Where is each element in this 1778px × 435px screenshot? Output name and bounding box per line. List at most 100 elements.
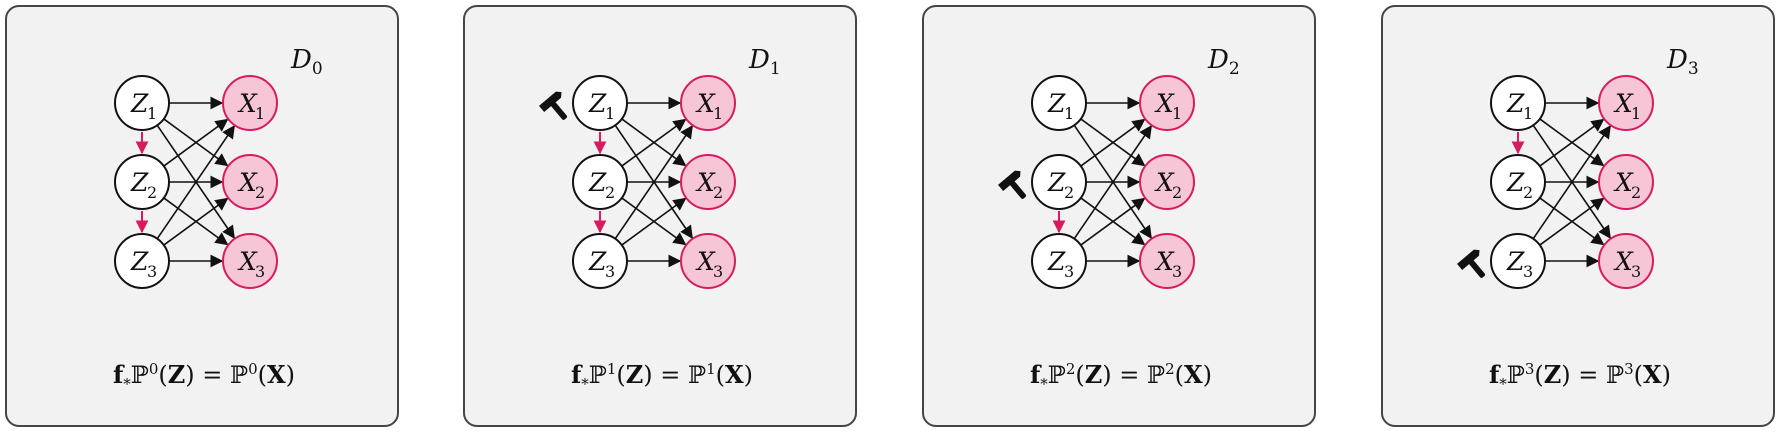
observed-node-x3: X3 — [222, 233, 278, 289]
mixing-edge — [614, 125, 693, 240]
svg-text:3: 3 — [713, 262, 723, 281]
latent-node-z2: Z2 — [1031, 154, 1087, 210]
observed-node-x1: X1 — [222, 75, 278, 131]
svg-text:X: X — [237, 247, 258, 276]
mixing-edge — [621, 197, 687, 246]
mixing-edge — [1080, 197, 1146, 246]
observed-node-x2: X2 — [222, 154, 278, 210]
svg-text:3: 3 — [1172, 262, 1182, 281]
svg-text:Z: Z — [1047, 168, 1066, 197]
svg-text:Z: Z — [1506, 89, 1525, 118]
observed-node-x1: X1 — [680, 75, 736, 131]
mixing-edge — [1073, 125, 1152, 240]
latent-node-z1: Z1 — [572, 75, 628, 131]
observed-node-x3: X3 — [680, 233, 736, 289]
svg-text:X: X — [1613, 247, 1634, 276]
observed-node-x1: X1 — [1139, 75, 1195, 131]
svg-text:X: X — [237, 168, 258, 197]
svg-text:X: X — [1154, 168, 1175, 197]
latent-node-z1: Z1 — [114, 75, 170, 131]
mixing-edge — [1539, 197, 1605, 246]
svg-text:1: 1 — [1523, 104, 1533, 123]
hammer-icon — [539, 91, 568, 120]
latent-node-z3: Z3 — [572, 233, 628, 289]
svg-text:1: 1 — [1172, 104, 1182, 123]
svg-text:X: X — [1613, 168, 1634, 197]
svg-text:Z: Z — [588, 247, 607, 276]
hammer-icon — [1457, 249, 1486, 278]
svg-text:3: 3 — [605, 262, 615, 281]
svg-text:Z: Z — [588, 168, 607, 197]
svg-text:1: 1 — [255, 104, 265, 123]
svg-text:3: 3 — [1631, 262, 1641, 281]
mixing-edge — [621, 118, 687, 167]
svg-text:X: X — [1154, 247, 1175, 276]
svg-text:X: X — [237, 89, 258, 118]
latent-node-z3: Z3 — [1031, 233, 1087, 289]
mixing-edge — [1532, 125, 1611, 240]
latent-node-z2: Z2 — [572, 154, 628, 210]
observed-node-x3: X3 — [1598, 233, 1654, 289]
svg-text:Z: Z — [1506, 247, 1525, 276]
observed-node-x2: X2 — [1139, 154, 1195, 210]
pushforward-formula: f*ℙ2(Z) = ℙ2(X) — [1029, 360, 1213, 393]
svg-text:Z: Z — [588, 89, 607, 118]
svg-text:Z: Z — [130, 168, 149, 197]
svg-text:X: X — [1613, 89, 1634, 118]
mixing-edge — [163, 197, 229, 246]
mixing-edge — [156, 125, 235, 240]
observed-node-x2: X2 — [680, 154, 736, 210]
svg-text:X: X — [695, 168, 716, 197]
svg-text:2: 2 — [255, 183, 265, 202]
svg-text:Z: Z — [130, 247, 149, 276]
svg-text:2: 2 — [1631, 183, 1641, 202]
svg-text:1: 1 — [1064, 104, 1074, 123]
svg-text:2: 2 — [605, 183, 615, 202]
svg-text:X: X — [1154, 89, 1175, 118]
latent-node-z2: Z2 — [114, 154, 170, 210]
svg-text:1: 1 — [713, 104, 723, 123]
observed-node-x3: X3 — [1139, 233, 1195, 289]
svg-text:3: 3 — [147, 262, 157, 281]
svg-text:X: X — [695, 247, 716, 276]
svg-text:Z: Z — [1506, 168, 1525, 197]
svg-text:1: 1 — [1631, 104, 1641, 123]
svg-text:2: 2 — [1064, 183, 1074, 202]
latent-node-z3: Z3 — [1490, 233, 1546, 289]
mixing-edge — [163, 118, 229, 167]
svg-text:1: 1 — [605, 104, 615, 123]
svg-text:Z: Z — [1047, 247, 1066, 276]
pushforward-formula: f*ℙ3(Z) = ℙ3(X) — [1488, 360, 1672, 393]
svg-text:3: 3 — [1064, 262, 1074, 281]
domain-label: D1 — [749, 45, 781, 80]
hammer-icon — [998, 170, 1027, 199]
latent-node-z3: Z3 — [114, 233, 170, 289]
svg-text:3: 3 — [1523, 262, 1533, 281]
mixing-edge — [1080, 118, 1146, 167]
latent-node-z1: Z1 — [1031, 75, 1087, 131]
svg-text:Z: Z — [130, 89, 149, 118]
svg-text:2: 2 — [1523, 183, 1533, 202]
domain-label: D0 — [291, 45, 323, 80]
pushforward-formula: f*ℙ1(Z) = ℙ1(X) — [570, 360, 754, 393]
svg-text:X: X — [695, 89, 716, 118]
latent-node-z2: Z2 — [1490, 154, 1546, 210]
observed-node-x1: X1 — [1598, 75, 1654, 131]
observed-node-x2: X2 — [1598, 154, 1654, 210]
mixing-edge — [1539, 118, 1605, 167]
latent-node-z1: Z1 — [1490, 75, 1546, 131]
svg-text:Z: Z — [1047, 89, 1066, 118]
svg-text:2: 2 — [147, 183, 157, 202]
svg-text:1: 1 — [147, 104, 157, 123]
domain-label: D3 — [1667, 45, 1699, 80]
svg-text:2: 2 — [713, 183, 723, 202]
svg-text:2: 2 — [1172, 183, 1182, 202]
